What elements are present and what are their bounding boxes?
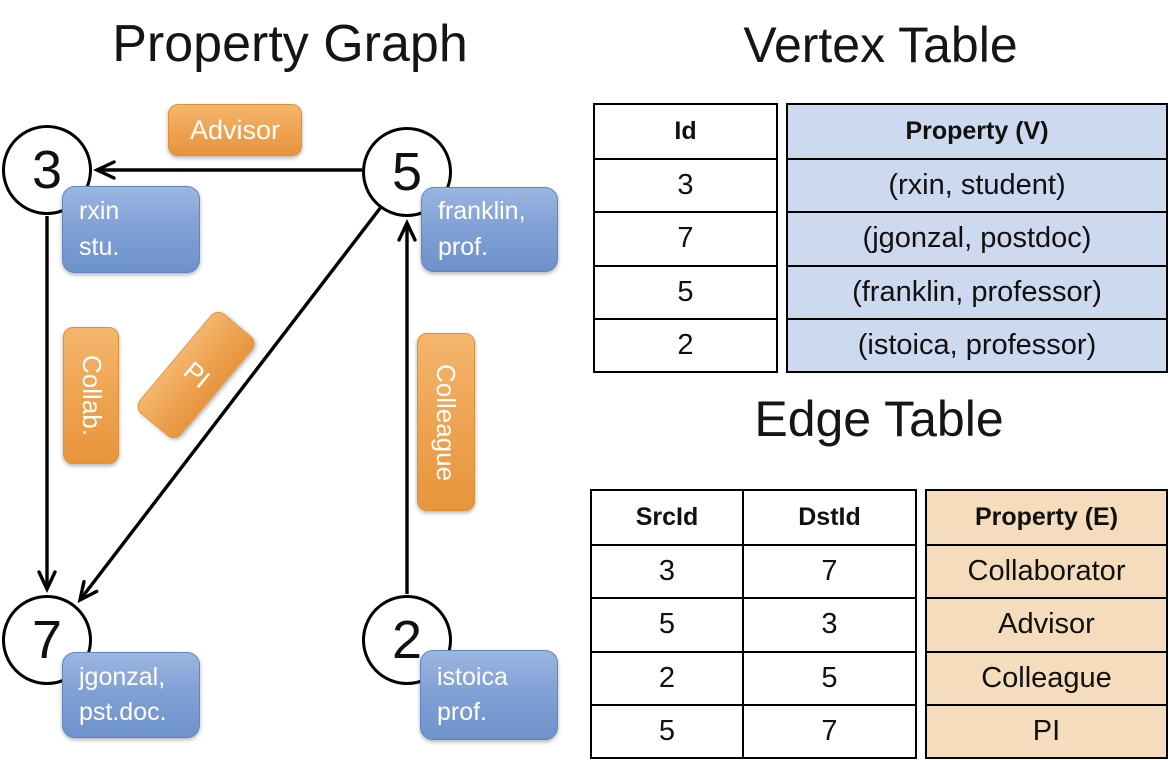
vertex-table-property-column: Property (V) (rxin, student) (jgonzal, p…: [786, 103, 1168, 373]
edge-table-property-cell: Colleague: [927, 650, 1166, 704]
vertex-table-property-cell: (istoica, professor): [788, 317, 1166, 371]
vertex-table-id-cell: 2: [595, 317, 776, 371]
edge-label-pi-text: PI: [177, 355, 216, 395]
edge-label-colleague: Colleague: [417, 333, 475, 511]
graph-edges: [37, 160, 417, 604]
vertex-label-line: jgonzal,: [79, 662, 166, 691]
vertex-table-id-cell: 3: [595, 158, 776, 211]
edge-table-header-property: Property (E): [974, 503, 1119, 532]
edge-table-src-cell: 5: [592, 703, 744, 757]
vertex-label-line: rxin: [79, 197, 120, 225]
edge-table-src-cell: 5: [592, 597, 744, 651]
edge-pi-5-to-7: [77, 205, 383, 604]
vertex-table-property-cell: (rxin, student): [788, 158, 1166, 211]
graph-title: Property Graph: [112, 15, 468, 73]
edge-table-property-cell: Advisor: [927, 597, 1166, 650]
edge-table-header-srcid: SrcId: [592, 491, 744, 545]
edge-table-property-cell: Collaborator: [927, 544, 1166, 597]
edge-label-collab: Collab.: [63, 327, 119, 464]
vertex-table-header-property: Property (V): [905, 117, 1049, 146]
vertex-table-header-id: Id: [674, 117, 697, 146]
vertex-label-line: prof.: [438, 232, 489, 261]
vertex-table-id-column: Id 3 7 5 2: [593, 103, 778, 373]
vertex-table-property-cell: (jgonzal, postdoc): [788, 211, 1166, 264]
edge-table-title: Edge Table: [754, 391, 1004, 447]
vertex-label-line: pst.doc.: [79, 698, 167, 726]
edge-table-src-cell: 3: [592, 544, 744, 598]
edge-label-advisor: Advisor: [168, 104, 302, 156]
vertex-label-rxin: rxin stu.: [62, 186, 200, 273]
vertex-table-id-cell: 7: [595, 211, 776, 264]
edge-table-dst-cell: 7: [744, 703, 915, 757]
vertex-table-property-cell: (franklin, professor): [788, 264, 1166, 318]
vertex-label-line: prof.: [437, 698, 488, 726]
edge-table-id-columns: SrcId DstId 3 7 5 3 2 5 5 7: [590, 489, 917, 759]
edge-label-collab-text: Collab.: [76, 355, 107, 436]
vertex-table-title: Vertex Table: [743, 17, 1018, 73]
vertex-label-line: franklin,: [438, 197, 526, 225]
vertex-label-line: stu.: [79, 232, 120, 261]
edge-table-property-column: Property (E) Collaborator Advisor Collea…: [925, 489, 1168, 759]
vertex-label-istoica: istoica prof.: [420, 650, 558, 740]
edge-table-dst-cell: 5: [744, 650, 915, 704]
vertex-label-jgonzal: jgonzal, pst.doc.: [62, 652, 200, 738]
edge-table-dst-cell: 7: [744, 544, 915, 597]
edge-table-property-cell: PI: [927, 703, 1166, 757]
edge-table-header-dstid: DstId: [798, 503, 861, 532]
edge-table-dst-cell: 3: [744, 597, 915, 650]
edge-label-colleague-text: Colleague: [431, 363, 462, 481]
graph-node-5: 5: [362, 127, 452, 217]
vertex-label-line: istoica: [437, 662, 508, 691]
vertex-label-franklin: franklin, prof.: [421, 187, 558, 272]
edge-table-src-cell: 2: [592, 650, 744, 704]
vertex-table-id-cell: 5: [595, 264, 776, 318]
graph-node-2: 2: [362, 595, 452, 685]
